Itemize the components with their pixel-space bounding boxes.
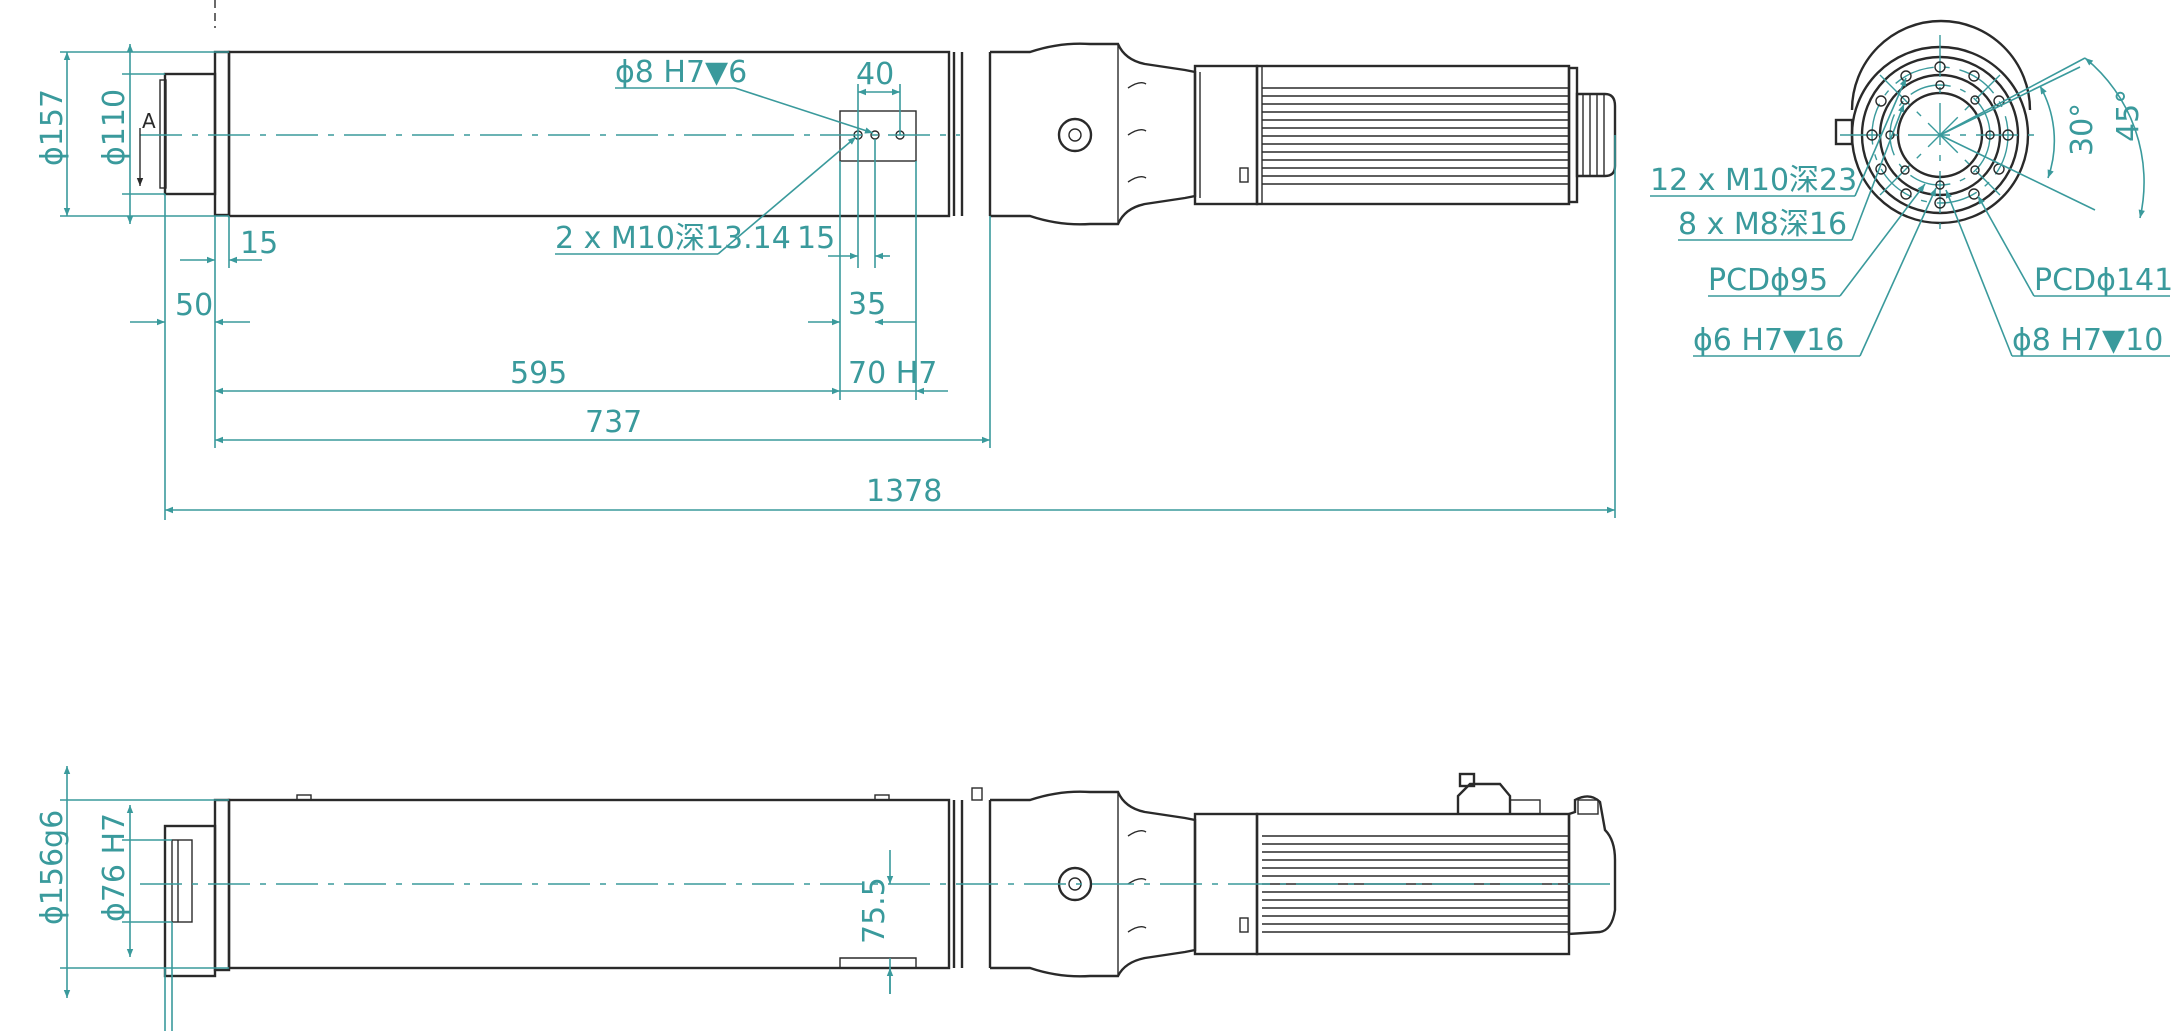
connector-ribs <box>1582 94 1605 176</box>
gearbox-housing <box>990 42 1197 226</box>
pin8-text: ϕ8 H7▼10 <box>2012 323 2163 358</box>
angle-45-line <box>1939 57 2086 136</box>
main-tube <box>227 50 951 218</box>
hole-d8-text: ϕ8 H7▼6 <box>615 55 747 90</box>
front-flange <box>163 72 217 196</box>
thread12-text: 12 x M10深23 <box>1650 163 1857 198</box>
angle-45-arc <box>2084 57 2145 219</box>
side-tube-tab-1 <box>296 794 312 801</box>
angle-30-text: 30° <box>2065 103 2100 156</box>
dim-110-text: ϕ110 <box>97 89 132 166</box>
side-slot-3 <box>1127 925 1147 933</box>
dim-35-text: 35 <box>848 287 886 322</box>
side-power-connector-top <box>1458 772 1476 788</box>
thread2-text: 2 x M10深13.14 <box>555 221 791 256</box>
section-label: A <box>142 109 156 133</box>
motor-fins <box>1262 87 1569 185</box>
dim-50-text: 50 <box>175 288 213 323</box>
end-view: 30° 45° 12 x M10深23 8 x M8深16 PCDϕ95 PCD… <box>1650 19 2173 358</box>
side-top-pin <box>971 787 983 801</box>
dim-15-text: 15 <box>240 226 278 261</box>
dim-737-text: 737 <box>585 405 642 440</box>
gearbox-boss <box>1057 117 1093 153</box>
pcd141-text: PCDϕ141 <box>2034 263 2173 298</box>
side-tube-tab-2 <box>874 794 890 801</box>
dim-70-text: 70 H7 <box>848 356 937 391</box>
front-flange-lip <box>159 79 167 189</box>
pcd95-text: PCDϕ95 <box>1708 263 1828 298</box>
adapter-tab <box>1239 167 1249 183</box>
dim-157-text: ϕ157 <box>35 89 70 166</box>
side-encoder-housing <box>1567 795 1617 936</box>
side-flange-plate <box>213 798 231 972</box>
pcd141-leader <box>1977 195 2035 297</box>
side-motor-fins <box>1262 835 1569 933</box>
dim-156-text: ϕ156g6 <box>35 810 70 925</box>
side-power-connector <box>1456 782 1512 814</box>
side-encoder-cap <box>1577 799 1599 815</box>
dim-76-text: ϕ76 H7 <box>97 813 132 922</box>
pin6-leader <box>1859 187 1937 357</box>
thread2-leader <box>717 136 857 255</box>
thread8-text: 8 x M8深16 <box>1678 207 1847 242</box>
side-adapter-tab <box>1239 917 1249 933</box>
pin8-leader <box>1945 189 2013 357</box>
pin6-text: ϕ6 H7▼16 <box>1693 323 1844 358</box>
gearbox-slot-3 <box>1127 175 1147 183</box>
angle-ref-line <box>1939 134 2096 211</box>
end-flange-top <box>1850 19 2032 111</box>
side-slot-1 <box>1127 829 1147 837</box>
side-view: ϕ156g6 ϕ76 H7 75.5 <box>35 766 1620 1031</box>
angle-30-arc <box>2039 85 2056 179</box>
side-slot-2 <box>1127 877 1147 885</box>
side-connector-block <box>1509 799 1541 815</box>
dim-15b-text: 15 <box>797 221 835 256</box>
top-view: A ϕ157 ϕ110 15 50 ϕ8 H7▼6 40 2 x M10深13. <box>35 0 1617 520</box>
side-bore-ring <box>171 839 193 923</box>
bolt-holes-inner <box>1885 80 1995 190</box>
motor-adapter <box>1193 64 1259 206</box>
dim-755-text: 75.5 <box>857 877 892 944</box>
dim-40-text: 40 <box>856 57 894 92</box>
end-tab <box>1834 118 1854 146</box>
mounting-pocket <box>839 110 917 162</box>
angle-30-line <box>1939 66 2081 136</box>
dim-1378-text: 1378 <box>866 474 942 509</box>
side-tube-notch <box>839 957 917 968</box>
gearbox-slot-1 <box>1127 81 1147 89</box>
flange-plate <box>213 50 231 217</box>
thread12-leader <box>1854 77 1907 197</box>
hole-d8-leader <box>734 87 874 134</box>
pcd95-leader <box>1839 183 1926 297</box>
gearbox-slot-2 <box>1127 128 1147 136</box>
angle-45-text: 45° <box>2111 89 2146 142</box>
dim-595-text: 595 <box>510 356 567 391</box>
thread8-leader <box>1851 103 1905 241</box>
gearbox-boss-inner <box>1068 128 1082 142</box>
